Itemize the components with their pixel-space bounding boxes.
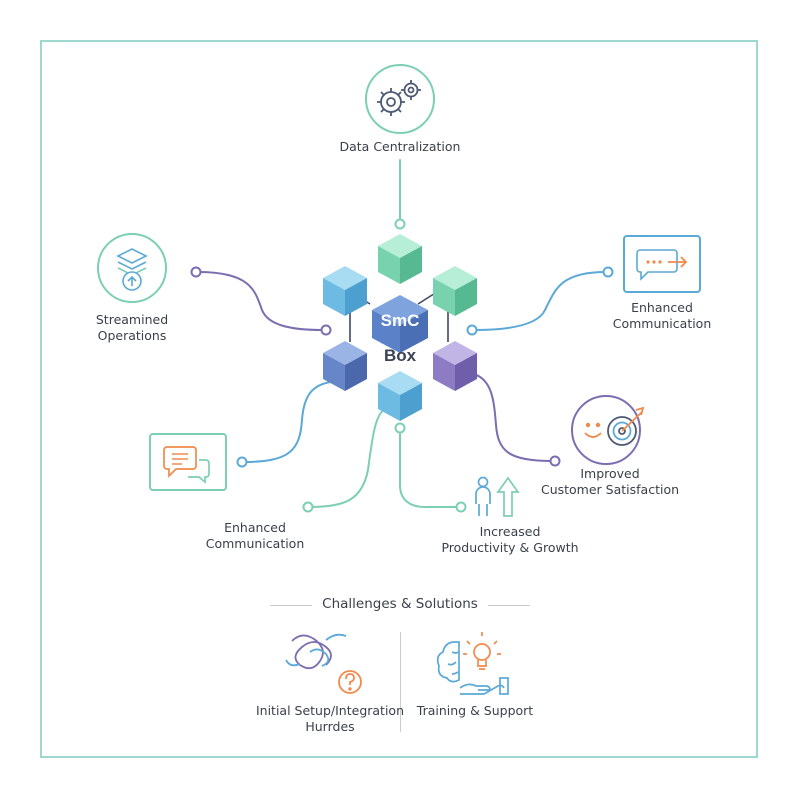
hub-cube — [372, 295, 428, 353]
hub-label-line2: Box — [384, 346, 417, 365]
connector-dot — [236, 456, 248, 468]
connector-dot — [190, 266, 202, 278]
connector-enhanced-communication-bottom — [309, 409, 385, 508]
connector-dot — [302, 501, 314, 513]
section-divider — [400, 632, 401, 732]
section-rule-left — [270, 605, 312, 606]
connector-dot — [455, 501, 467, 513]
tangled-knot-question-icon — [285, 633, 362, 694]
label-initial-setup: Initial Setup/Integration Hurrdes — [255, 703, 405, 734]
chat-bubbles-icon — [149, 433, 227, 491]
brain-lightbulb-hand-icon — [436, 632, 509, 695]
label-enhanced-communication-right: Enhanced Communication — [612, 300, 712, 331]
gears-icon — [365, 64, 435, 134]
connector-dot — [320, 324, 332, 336]
label-streamlined-operations: Streamined Operations — [95, 312, 169, 343]
connector-increased-productivity — [399, 427, 459, 508]
stacked-layers-upload-icon — [97, 233, 167, 303]
connector-dot — [602, 266, 614, 278]
label-increased-productivity: Increased Productivity & Growth — [441, 524, 579, 555]
cube-cluster — [323, 234, 477, 421]
cube-lower-left — [323, 341, 367, 391]
label-enhanced-communication-left: Enhanced Communication — [205, 520, 305, 551]
label-training-support: Training & Support — [416, 703, 534, 718]
label-data-centralization: Data Centralization — [339, 139, 461, 154]
cube-bottom — [378, 371, 422, 421]
cube-lower-right — [433, 341, 477, 391]
connector-enhanced-communication-left — [243, 381, 331, 463]
connector-dot — [394, 218, 406, 230]
smiley-target-icon — [571, 395, 645, 465]
section-title: Challenges & Solutions — [322, 596, 478, 612]
label-improved-customer-satisfaction: Improved Customer Satisfaction — [540, 466, 680, 497]
connector-streamlined-operations — [197, 271, 323, 331]
connector-dot — [466, 324, 478, 336]
frame-border — [40, 40, 758, 758]
section-rule-right — [488, 605, 530, 606]
cube-upper-right — [433, 266, 477, 316]
cube-upper-left — [323, 266, 367, 316]
chat-arrow-icon — [623, 235, 701, 293]
connector-enhanced-communication-right — [473, 271, 607, 331]
connector-dot — [394, 422, 406, 434]
person-growth-arrow-icon — [475, 476, 520, 517]
connector-dot — [549, 455, 561, 467]
connector-improved-customer-satisfaction — [473, 373, 553, 462]
connector-lines — [190, 159, 614, 513]
hub-label-line1: SmC — [381, 311, 420, 330]
cube-top — [378, 234, 422, 284]
